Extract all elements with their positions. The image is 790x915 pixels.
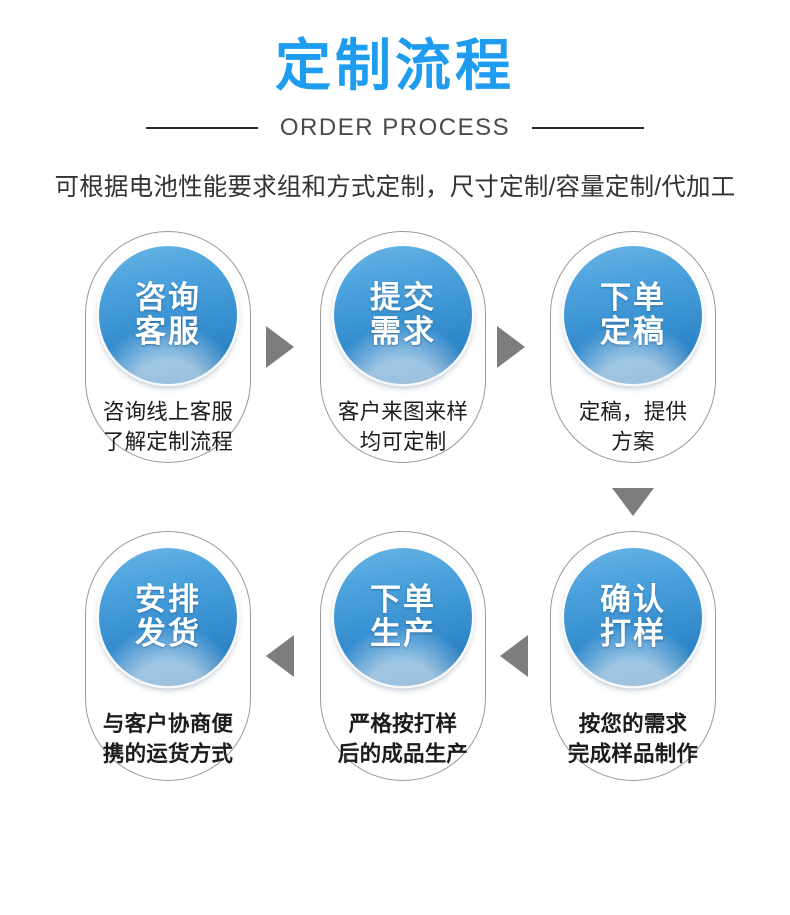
process-step-6-desc-line-2: 携的运货方式 — [102, 741, 234, 766]
process-step-1-desc-line-2: 了解定制流程 — [102, 429, 234, 454]
arrow-step2-to-step3-icon — [497, 326, 525, 369]
page-title: 定制流程 — [275, 34, 515, 97]
process-step-1-card[interactable]: 咨询 客服 咨询线上客服 了解定制流程 — [85, 231, 251, 464]
process-step-6-circle-line-1: 安排 — [135, 581, 201, 617]
process-step-4-desc-line-1: 按您的需求 — [578, 712, 688, 737]
process-step-1-circle-line-1: 咨询 — [135, 279, 201, 315]
process-step-3-circle-line-1: 下单 — [600, 279, 666, 315]
process-step-4-circle: 确认 打样 — [564, 548, 702, 687]
subtitle-row: ORDER PROCESS — [0, 114, 790, 142]
process-step-5-circle-line-2: 生产 — [370, 616, 436, 652]
process-flow-diagram: 咨询 客服 咨询线上客服 了解定制流程 提交 需求 客户来图来样 均可定制 下单… — [0, 225, 790, 865]
process-step-1-desc-line-1: 咨询线上客服 — [102, 400, 234, 425]
arrow-step5-to-step6-icon — [266, 635, 294, 678]
process-step-4-circle-line-1: 确认 — [600, 581, 666, 617]
process-step-6-description: 与客户协商便 携的运货方式 — [70, 710, 266, 768]
process-step-4-circle-line-2: 打样 — [600, 616, 666, 652]
process-step-5-desc-line-2: 后的成品生产 — [337, 741, 469, 766]
process-step-6-circle: 安排 发货 — [99, 548, 237, 687]
process-step-1-description: 咨询线上客服 了解定制流程 — [70, 398, 266, 456]
process-step-2-desc-line-1: 客户来图来样 — [337, 400, 469, 425]
process-step-2-card[interactable]: 提交 需求 客户来图来样 均可定制 — [320, 231, 486, 464]
process-step-6-desc-line-1: 与客户协商便 — [102, 712, 234, 737]
process-step-2-circle-line-2: 需求 — [370, 314, 436, 350]
process-step-3-desc-line-2: 方案 — [611, 429, 655, 454]
arrow-step1-to-step2-icon — [266, 326, 294, 369]
process-step-5-desc-line-1: 严格按打样 — [348, 712, 458, 737]
lead-description: 可根据电池性能要求组和方式定制，尺寸定制/容量定制/代加工 — [54, 174, 736, 202]
divider-line-right — [532, 127, 645, 130]
process-step-4-desc-line-2: 完成样品制作 — [567, 741, 699, 766]
page-subtitle: ORDER PROCESS — [279, 114, 511, 142]
process-step-2-description: 客户来图来样 均可定制 — [305, 398, 501, 456]
process-step-6-card[interactable]: 安排 发货 与客户协商便 携的运货方式 — [85, 531, 251, 782]
process-step-1-circle: 咨询 客服 — [99, 246, 237, 385]
process-step-3-circle: 下单 定稿 — [564, 246, 702, 385]
process-step-3-description: 定稿，提供 方案 — [535, 398, 731, 456]
page-header: 定制流程 ORDER PROCESS 可根据电池性能要求组和方式定制，尺寸定制/… — [0, 0, 790, 203]
process-step-5-circle: 下单 生产 — [334, 548, 472, 687]
divider-line-left — [145, 127, 258, 130]
process-step-5-circle-line-1: 下单 — [370, 581, 436, 617]
arrow-step3-to-step4-icon — [612, 488, 654, 517]
process-step-5-description: 严格按打样 后的成品生产 — [305, 710, 501, 768]
process-step-3-desc-line-1: 定稿，提供 — [578, 400, 688, 425]
process-step-1-circle-line-2: 客服 — [135, 314, 201, 350]
process-step-2-circle-line-1: 提交 — [370, 279, 436, 315]
process-step-3-card[interactable]: 下单 定稿 定稿，提供 方案 — [550, 231, 716, 464]
process-step-5-card[interactable]: 下单 生产 严格按打样 后的成品生产 — [320, 531, 486, 782]
process-step-2-circle: 提交 需求 — [334, 246, 472, 385]
process-step-2-desc-line-2: 均可定制 — [359, 429, 447, 454]
process-step-4-card[interactable]: 确认 打样 按您的需求 完成样品制作 — [550, 531, 716, 782]
process-step-6-circle-line-2: 发货 — [135, 616, 201, 652]
process-step-3-circle-line-2: 定稿 — [600, 314, 666, 350]
process-step-4-description: 按您的需求 完成样品制作 — [535, 710, 731, 768]
arrow-step4-to-step5-icon — [500, 635, 528, 678]
